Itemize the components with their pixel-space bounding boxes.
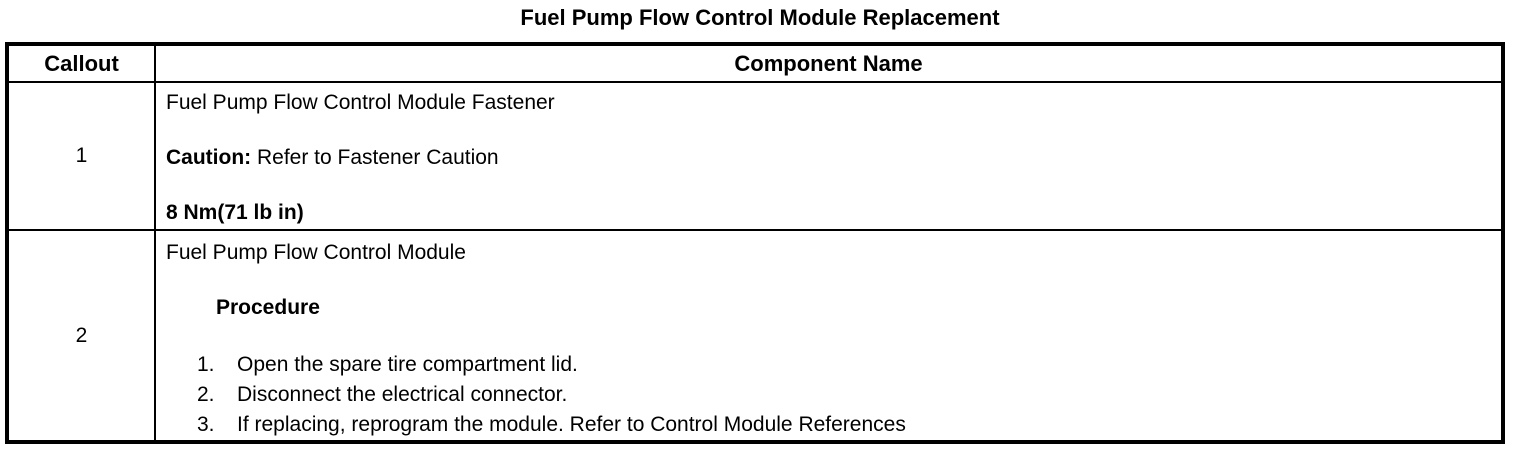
procedure-steps: 1. Open the spare tire compartment lid. … — [166, 350, 1489, 440]
step-number: 2. — [197, 383, 215, 406]
component-name-text: Fuel Pump Flow Control Module Fastener — [166, 91, 555, 114]
step-text: Disconnect the electrical connector. — [237, 383, 568, 406]
step-text: Open the spare tire compartment lid. — [237, 353, 578, 376]
table-header-row: Callout Component Name — [6, 43, 1504, 83]
caution-line: Caution: Refer to Fastener Caution — [166, 146, 1489, 170]
component-cell: Fuel Pump Flow Control Module Procedure … — [154, 229, 1504, 443]
procedure-step: 2. Disconnect the electrical connector. — [166, 380, 1489, 410]
table-row: 2 Fuel Pump Flow Control Module Procedur… — [6, 229, 1504, 443]
procedure-step: 1. Open the spare tire compartment lid. — [166, 350, 1489, 380]
header-component-name: Component Name — [154, 43, 1504, 83]
table-row: 1 Fuel Pump Flow Control Module Fastener… — [6, 81, 1504, 231]
component-name-text: Fuel Pump Flow Control Module — [166, 241, 466, 264]
callout-table: Callout Component Name 1 Fuel Pump Flow … — [5, 42, 1505, 444]
step-number: 1. — [197, 353, 215, 376]
page-title: Fuel Pump Flow Control Module Replacemen… — [520, 5, 1000, 30]
procedure-step: 3. If replacing, reprogram the module. R… — [166, 410, 1489, 440]
step-text: If replacing, reprogram the module. Refe… — [237, 413, 906, 436]
procedure-heading: Procedure — [216, 296, 320, 319]
caution-text: Refer to Fastener Caution — [251, 146, 499, 169]
caution-label: Caution: — [166, 146, 252, 169]
step-number: 3. — [197, 413, 215, 436]
header-callout: Callout — [6, 43, 156, 83]
callout-number: 1 — [6, 81, 156, 231]
callout-number: 2 — [6, 229, 156, 443]
torque-spec: 8 Nm(71 lb in) — [166, 201, 304, 224]
component-cell: Fuel Pump Flow Control Module Fastener C… — [154, 81, 1504, 231]
